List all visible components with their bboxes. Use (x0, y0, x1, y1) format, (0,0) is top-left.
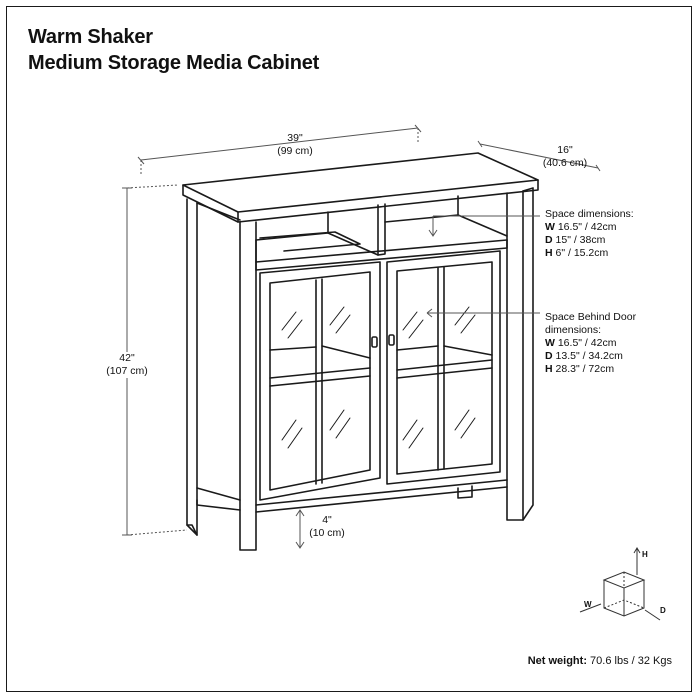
space-w-value: 16.5" / 42cm (557, 221, 617, 233)
width-dimension-line (140, 127, 419, 161)
width-label: 39" (99 cm) (260, 132, 330, 158)
height-label: 42" (107 cm) (98, 352, 156, 378)
axis-h-label: H (642, 550, 648, 559)
width-inches: 39" (287, 132, 303, 144)
space-h-value: 6" / 15.2cm (555, 247, 609, 259)
cabinet-top (182, 152, 539, 213)
space-heading: Space dimensions: (545, 208, 634, 220)
space-dimensions: Space dimensions: W 16.5" / 42cm D 15" /… (545, 208, 675, 260)
cabinet-left-post (239, 221, 257, 551)
door-space-heading1: Space Behind Door (545, 311, 637, 323)
left-knob (371, 336, 378, 348)
depth-inches: 16" (557, 144, 573, 156)
cabinet-right-post (506, 190, 524, 521)
left-door (259, 261, 381, 501)
space-d-key: D (545, 234, 553, 246)
height-inches: 42" (119, 352, 135, 364)
depth-label: 16" (40.6 cm) (534, 144, 596, 170)
product-title-line2: Medium Storage Media Cabinet (28, 52, 320, 74)
product-title-line1: Warm Shaker (28, 26, 153, 48)
door-d-value: 13.5" / 34.2cm (555, 350, 623, 362)
door-w-value: 16.5" / 42cm (557, 337, 617, 349)
axis-d-label: D (660, 606, 666, 615)
door-h-key: H (545, 363, 553, 375)
axis-cube-icon (579, 547, 661, 621)
depth-cm: (40.6 cm) (542, 157, 588, 169)
net-weight-value: 70.6 lbs / 32 Kgs (590, 655, 672, 667)
leg-cm: (10 cm) (309, 527, 345, 539)
leg-inches: 4" (322, 514, 332, 526)
space-w-key: W (545, 221, 555, 233)
door-h-value: 28.3" / 72cm (555, 363, 615, 375)
door-d-key: D (545, 350, 553, 362)
width-cm: (99 cm) (277, 145, 313, 157)
net-weight-label: Net weight: (527, 655, 587, 667)
height-cm: (107 cm) (106, 365, 148, 377)
space-h-key: H (545, 247, 553, 259)
page-frame (6, 6, 692, 692)
right-knob (388, 334, 395, 346)
door-w-key: W (545, 337, 555, 349)
door-space-dimensions: Space Behind Door dimensions: W 16.5" / … (545, 311, 675, 376)
leg-label: 4" (10 cm) (304, 514, 350, 540)
net-weight: Net weight: 70.6 lbs / 32 Kgs (528, 655, 672, 667)
axis-w-label: W (584, 600, 592, 609)
space-d-value: 15" / 38cm (555, 234, 606, 246)
cubby-divider (377, 203, 386, 256)
depth-dimension-line (479, 143, 599, 169)
cabinet-left-side (186, 198, 198, 536)
right-door (386, 250, 501, 485)
door-space-heading2: dimensions: (545, 324, 602, 336)
